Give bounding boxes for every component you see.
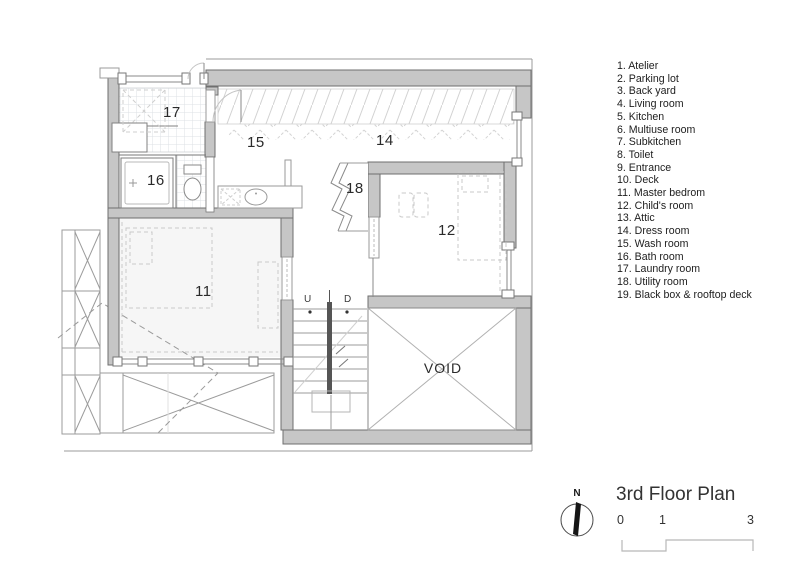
parapet-block: [99, 67, 120, 79]
chair: [398, 192, 414, 218]
sink: [244, 188, 268, 206]
master-bed: [125, 227, 213, 309]
closet-hatch-band: [217, 88, 515, 125]
legend-item: 6. Multiuse room: [617, 123, 696, 136]
scale-tick-0: 0: [617, 513, 624, 527]
room-label-master: 11: [195, 283, 212, 300]
legend-item: 9. Entrance: [617, 161, 672, 174]
legend-item: 5. Kitchen: [617, 110, 665, 123]
toilet-bowl: [183, 177, 202, 201]
vanity-counter: [217, 185, 303, 209]
void-label: VOID: [423, 360, 463, 376]
deck-and-outline: [61, 58, 533, 452]
north-arrow: [560, 502, 594, 537]
windows-doors: [112, 62, 523, 367]
legend-item: 12. Child's room: [617, 199, 694, 212]
room-label-laundry: 17: [163, 104, 181, 121]
legend-item: 15. Wash room: [617, 237, 689, 250]
toilet-tank: [183, 164, 202, 175]
legend-item: 4. Living room: [617, 98, 684, 111]
stair-up-label: U: [304, 294, 312, 305]
walls: [107, 69, 532, 445]
legend-item: 7. Subkitchen: [617, 136, 682, 149]
roof-projection-dashed: [57, 302, 219, 434]
furniture-dashed: [121, 171, 507, 353]
utility-break-line: [330, 162, 368, 232]
page-title: 3rd Floor Plan: [616, 484, 736, 505]
closet-hanger-row: [228, 124, 510, 140]
north-label: N: [573, 488, 581, 499]
scale-tick-3: 3: [747, 513, 754, 527]
child-bed: [457, 171, 507, 261]
legend-item: 18. Utility room: [617, 275, 688, 288]
legend-item: 10. Deck: [617, 174, 659, 187]
room-label-child: 12: [438, 222, 456, 239]
void-area: [367, 307, 517, 431]
legend-item: 2. Parking lot: [617, 72, 679, 85]
legend-item: 3. Back yard: [617, 85, 676, 98]
stair-rail: [327, 302, 332, 394]
legend-list: 1. Atelier 2. Parking lot 3. Back yard 4…: [617, 60, 752, 301]
room-label-dress: 14: [376, 132, 394, 149]
bathtub: [120, 157, 174, 209]
washer: [111, 122, 148, 153]
fixtures: [111, 89, 303, 209]
room-floors: [118, 87, 515, 357]
legend-item: 13. Attic: [617, 212, 655, 225]
legend-item: 17. Laundry room: [617, 263, 701, 276]
room-label-bath: 16: [147, 172, 165, 189]
scale-tick-1: 1: [659, 513, 666, 527]
stairs: [293, 290, 367, 429]
legend-item: 11. Master bedrom: [617, 187, 706, 200]
legend-item: 8. Toilet: [617, 148, 654, 161]
legend-item: 14. Dress room: [617, 225, 690, 238]
stair-down-label: D: [344, 294, 352, 305]
legend-item: 1. Atelier: [617, 60, 659, 72]
room-label-utility: 18: [346, 180, 364, 197]
legend-item: 16. Bath room: [617, 250, 684, 263]
room-label-wash: 15: [247, 134, 265, 151]
scale-bar: [621, 539, 754, 552]
legend-item: 19. Black box & rooftop deck: [617, 288, 752, 301]
